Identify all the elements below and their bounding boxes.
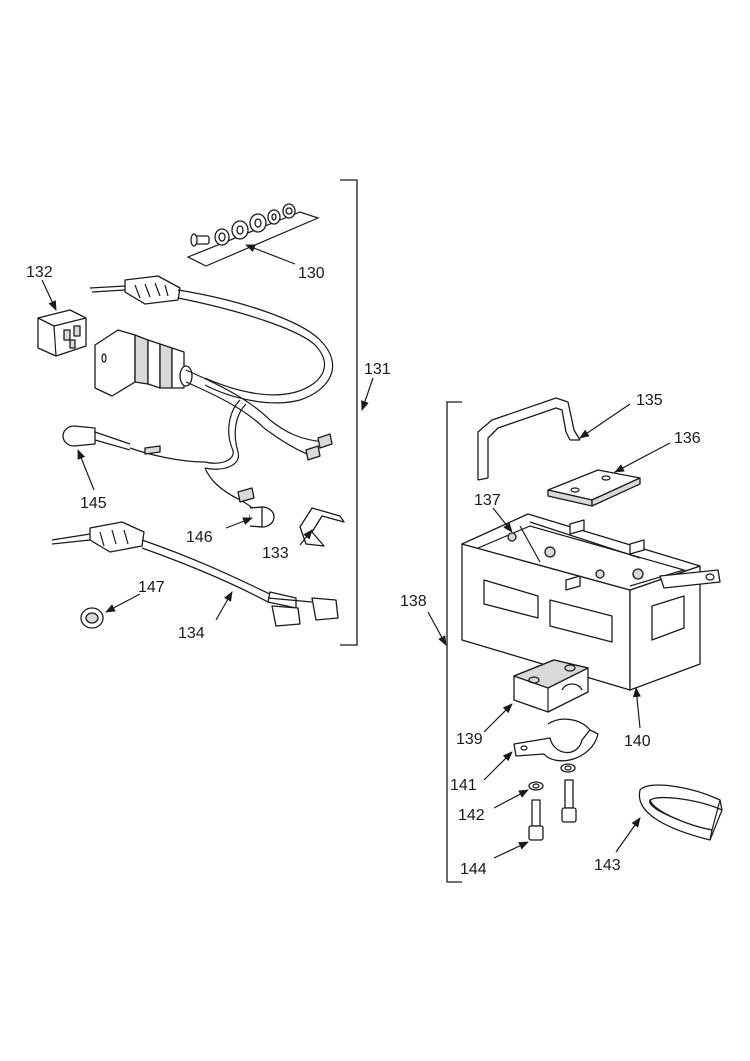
callout-140: 140: [624, 733, 651, 750]
callout-145: 145: [80, 495, 107, 512]
hardware-kit: [186, 203, 320, 267]
switch-harness: [89, 275, 333, 516]
box-140: [461, 513, 721, 691]
callout-137: 137: [474, 492, 501, 509]
plate-136: [547, 469, 641, 507]
callout-134: 134: [178, 625, 205, 642]
bolt-142: [528, 763, 576, 791]
callout-143: 143: [594, 857, 621, 874]
callout-135: 135: [636, 392, 663, 409]
harness-134: [51, 521, 339, 627]
group-bracket-right: [446, 401, 462, 883]
callout-130: 130: [298, 265, 325, 282]
leader-lines: [41, 244, 671, 859]
callout-138: 138: [400, 593, 427, 610]
clamp-141: [513, 718, 599, 762]
handle-135: [477, 397, 581, 481]
callout-136: 136: [674, 430, 701, 447]
lamp-145: [62, 425, 131, 451]
strap-143: [638, 784, 723, 841]
callout-142: 142: [458, 807, 485, 824]
group-bracket-left: [340, 179, 358, 646]
callout-131: 131: [364, 361, 391, 378]
callout-147: 147: [138, 579, 165, 596]
plug-147: [80, 607, 104, 629]
callout-139: 139: [456, 731, 483, 748]
callout-141: 141: [450, 777, 477, 794]
relay: [37, 309, 87, 357]
callout-132: 132: [26, 264, 53, 281]
clip-133: [299, 507, 345, 547]
callout-133: 133: [262, 545, 289, 562]
callout-144: 144: [460, 861, 487, 878]
mount-139: [513, 659, 589, 713]
bolt-144: [528, 779, 577, 841]
lamp-146: [249, 506, 275, 528]
callout-146: 146: [186, 529, 213, 546]
